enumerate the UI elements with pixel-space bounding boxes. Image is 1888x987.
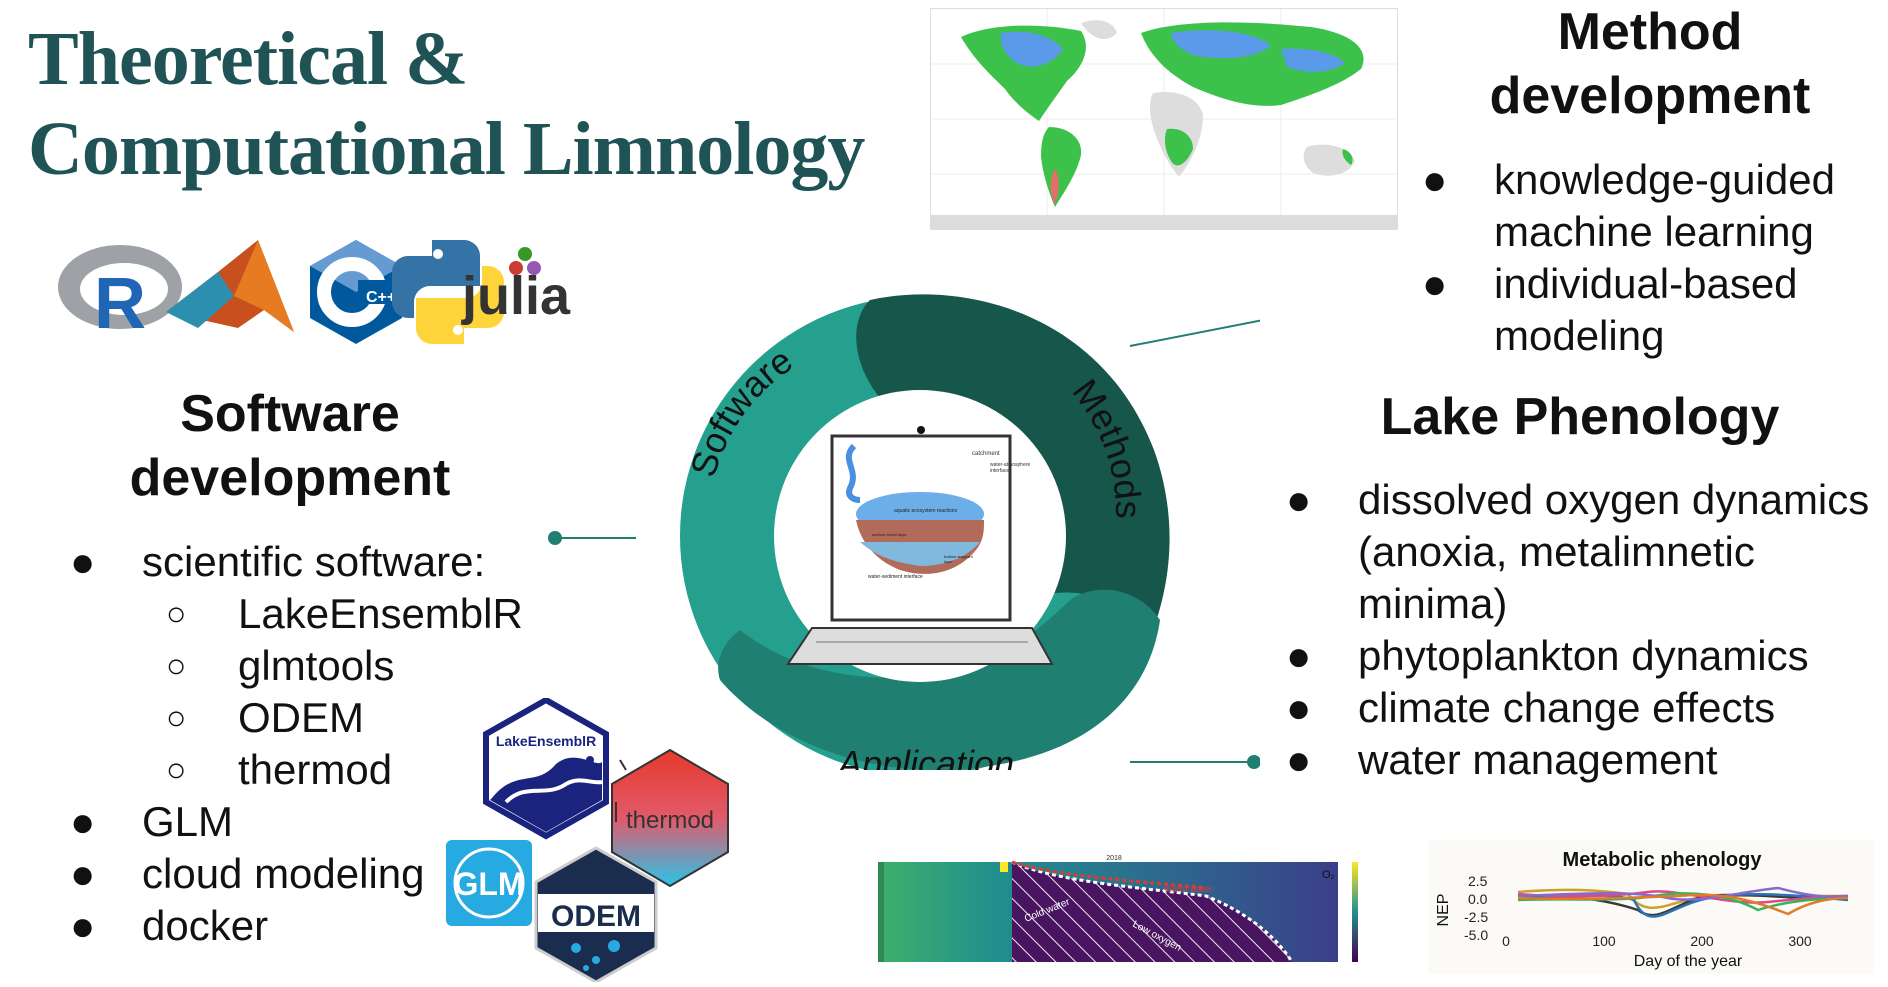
- software-heading-line1: Software: [180, 385, 400, 443]
- svg-text:bottom stagnant: bottom stagnant: [944, 554, 974, 559]
- software-item: ●docker: [70, 900, 523, 952]
- cycle-diagram: Software Methods Application catchment w…: [540, 250, 1373, 784]
- software-sub-item: ○thermod: [166, 744, 523, 796]
- phenology-item: ●climate change effects: [1286, 682, 1869, 734]
- bullet-icon: ●: [1286, 736, 1312, 783]
- metabolic-chart-ylabel: NEP: [1435, 894, 1452, 927]
- bullet-icon: ●: [70, 538, 96, 585]
- julia-label: julia: [461, 266, 571, 326]
- method-list: ●knowledge-guided machine learning ●indi…: [1422, 154, 1835, 362]
- phenology-item-continuation: minima): [1358, 580, 1508, 627]
- phenology-item-continuation: (anoxia, metalimnetic: [1358, 528, 1755, 575]
- method-item: ●individual-based: [1422, 258, 1835, 310]
- svg-text:300: 300: [1788, 933, 1812, 949]
- oxygen-heatmap-panel: 2018 Warm water Cold water Low oxygen O₂: [866, 852, 1376, 976]
- laptop-icon: catchment water-atmosphere interface aqu…: [786, 426, 1054, 665]
- phenology-item: ●water management: [1286, 734, 1869, 786]
- software-item: ●GLM: [70, 796, 523, 848]
- method-item: ●knowledge-guided: [1422, 154, 1835, 206]
- software-list: ●scientific software: ○LakeEnsemblR ○glm…: [70, 536, 523, 952]
- software-heading-line2: development: [129, 449, 451, 507]
- language-logos: R C++ julia: [58, 232, 578, 352]
- lake-phenology-heading: Lake Phenology: [1380, 388, 1780, 446]
- application-ring-label: Application: [836, 743, 1014, 770]
- thermod-logo-icon: thermod: [611, 748, 729, 888]
- phenology-item: ●dissolved oxygen dynamics: [1286, 474, 1869, 526]
- method-heading-line1: Method: [1557, 3, 1743, 61]
- metabolic-chart-title: Metabolic phenology: [1563, 849, 1763, 871]
- svg-text:water-atmosphere: water-atmosphere: [990, 462, 1031, 468]
- odem-logo-icon: ODEM: [534, 846, 658, 984]
- svg-text:water-sediment interface: water-sediment interface: [868, 574, 923, 580]
- python-logo-icon: [392, 240, 504, 344]
- svg-text:interface: interface: [990, 468, 1009, 474]
- svg-text:layer: layer: [944, 559, 953, 564]
- bullet-icon: ●: [1422, 156, 1448, 203]
- method-item-continuation: machine learning: [1494, 208, 1814, 255]
- svg-text:surface mixed layer: surface mixed layer: [872, 532, 907, 537]
- cpp-logo-icon: C++: [310, 240, 404, 344]
- circle-bullet-icon: ○: [166, 647, 187, 685]
- method-heading-line2: development: [1489, 67, 1811, 125]
- bullet-icon: ●: [70, 902, 96, 949]
- bullet-icon: ●: [70, 850, 96, 897]
- software-sub-item: ○LakeEnsemblR: [166, 588, 523, 640]
- julia-logo-icon: julia: [461, 247, 571, 326]
- lakeensemblr-logo-icon: LakeEnsemblR: [483, 696, 609, 840]
- r-logo-icon: R: [58, 245, 182, 344]
- odem-label: ODEM: [551, 900, 641, 933]
- svg-text:catchment: catchment: [972, 451, 1000, 457]
- svg-text:-2.5: -2.5: [1464, 909, 1488, 925]
- metabolic-lines: [1517, 886, 1849, 918]
- glm-label: GLM: [453, 866, 524, 902]
- heatmap-year: 2018: [1106, 855, 1122, 862]
- lakeensemblr-label: LakeEnsemblR: [496, 733, 596, 749]
- glm-logo-icon: GLM: [446, 840, 532, 926]
- world-map-icon: [931, 9, 1397, 229]
- software-sub-item: ○ODEM: [166, 692, 523, 744]
- circle-bullet-icon: ○: [166, 595, 187, 633]
- package-logos: LakeEnsemblR thermod GLM ODEM: [446, 696, 736, 984]
- world-map-panel: [930, 8, 1398, 230]
- circle-bullet-icon: ○: [166, 699, 187, 737]
- svg-text:0: 0: [1502, 933, 1510, 949]
- title-line-2: Computational Limnology: [28, 107, 865, 191]
- method-item-continuation: modeling: [1494, 312, 1665, 359]
- bullet-icon: ●: [1286, 684, 1312, 731]
- metabolic-chart-xlabel: Day of the year: [1634, 953, 1743, 970]
- svg-text:-5.0: -5.0: [1464, 927, 1488, 943]
- thermod-label: thermod: [626, 807, 714, 834]
- svg-text:100: 100: [1592, 933, 1616, 949]
- software-item: ●cloud modeling: [70, 848, 523, 900]
- o2-label: O₂: [1322, 869, 1335, 881]
- bullet-icon: ●: [1286, 476, 1312, 523]
- bullet-icon: ●: [1422, 260, 1448, 307]
- svg-text:0.0: 0.0: [1468, 891, 1488, 907]
- phenology-item: ●phytoplankton dynamics: [1286, 630, 1869, 682]
- metabolic-chart-panel: Metabolic phenology NEP 2.5 0.0 -2.5 -5.…: [1428, 840, 1874, 974]
- page-title: Theoretical & Computational Limnology: [28, 14, 865, 194]
- warm-water-label: Warm water: [1164, 884, 1212, 894]
- cpp-label: C++: [366, 289, 396, 306]
- bullet-icon: ●: [70, 798, 96, 845]
- r-logo-letter: R: [94, 264, 146, 344]
- software-development-heading: Software development: [110, 382, 470, 510]
- bullet-icon: ●: [1286, 632, 1312, 679]
- title-line-1: Theoretical &: [28, 17, 468, 101]
- circle-bullet-icon: ○: [166, 751, 187, 789]
- lake-phenology-list: ●dissolved oxygen dynamics (anoxia, meta…: [1286, 474, 1869, 786]
- svg-text:200: 200: [1690, 933, 1714, 949]
- svg-text:aquatic ecosystem reactions: aquatic ecosystem reactions: [894, 508, 958, 514]
- svg-text:2.5: 2.5: [1468, 873, 1488, 889]
- method-development-heading: Method development: [1470, 0, 1830, 128]
- software-item: ●scientific software:: [70, 536, 523, 588]
- matlab-logo-icon: [166, 240, 294, 332]
- software-sub-item: ○glmtools: [166, 640, 523, 692]
